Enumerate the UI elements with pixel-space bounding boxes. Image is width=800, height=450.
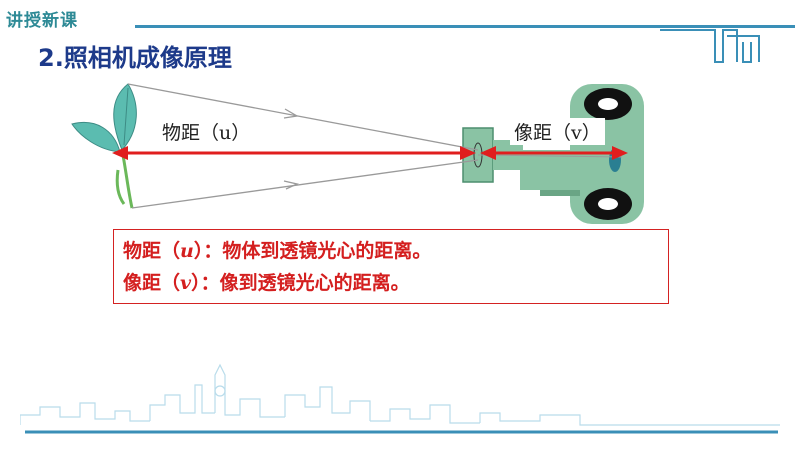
slide-title: 2.照相机成像原理 [38, 44, 232, 72]
definition-box: 物距（u）：物体到透镜光心的距离。 像距（v）：像到透镜光心的距离。 [113, 229, 669, 304]
image-distance-definition: 像距（v）：像到透镜光心的距离。 [123, 272, 410, 294]
object-distance-label: 物距（u） [158, 118, 255, 145]
plant-icon [71, 83, 137, 209]
image-distance-label: 像距（v） [510, 118, 605, 145]
header-rule [135, 25, 795, 28]
light-ray-upper [127, 83, 479, 151]
city-skyline-decoration [20, 363, 780, 434]
section-tag: 讲授新课 [6, 11, 78, 31]
light-ray-lower [131, 159, 479, 209]
object-distance-definition: 物距（u）：物体到透镜光心的距离。 [123, 240, 432, 262]
corner-logo-icon [660, 29, 760, 63]
